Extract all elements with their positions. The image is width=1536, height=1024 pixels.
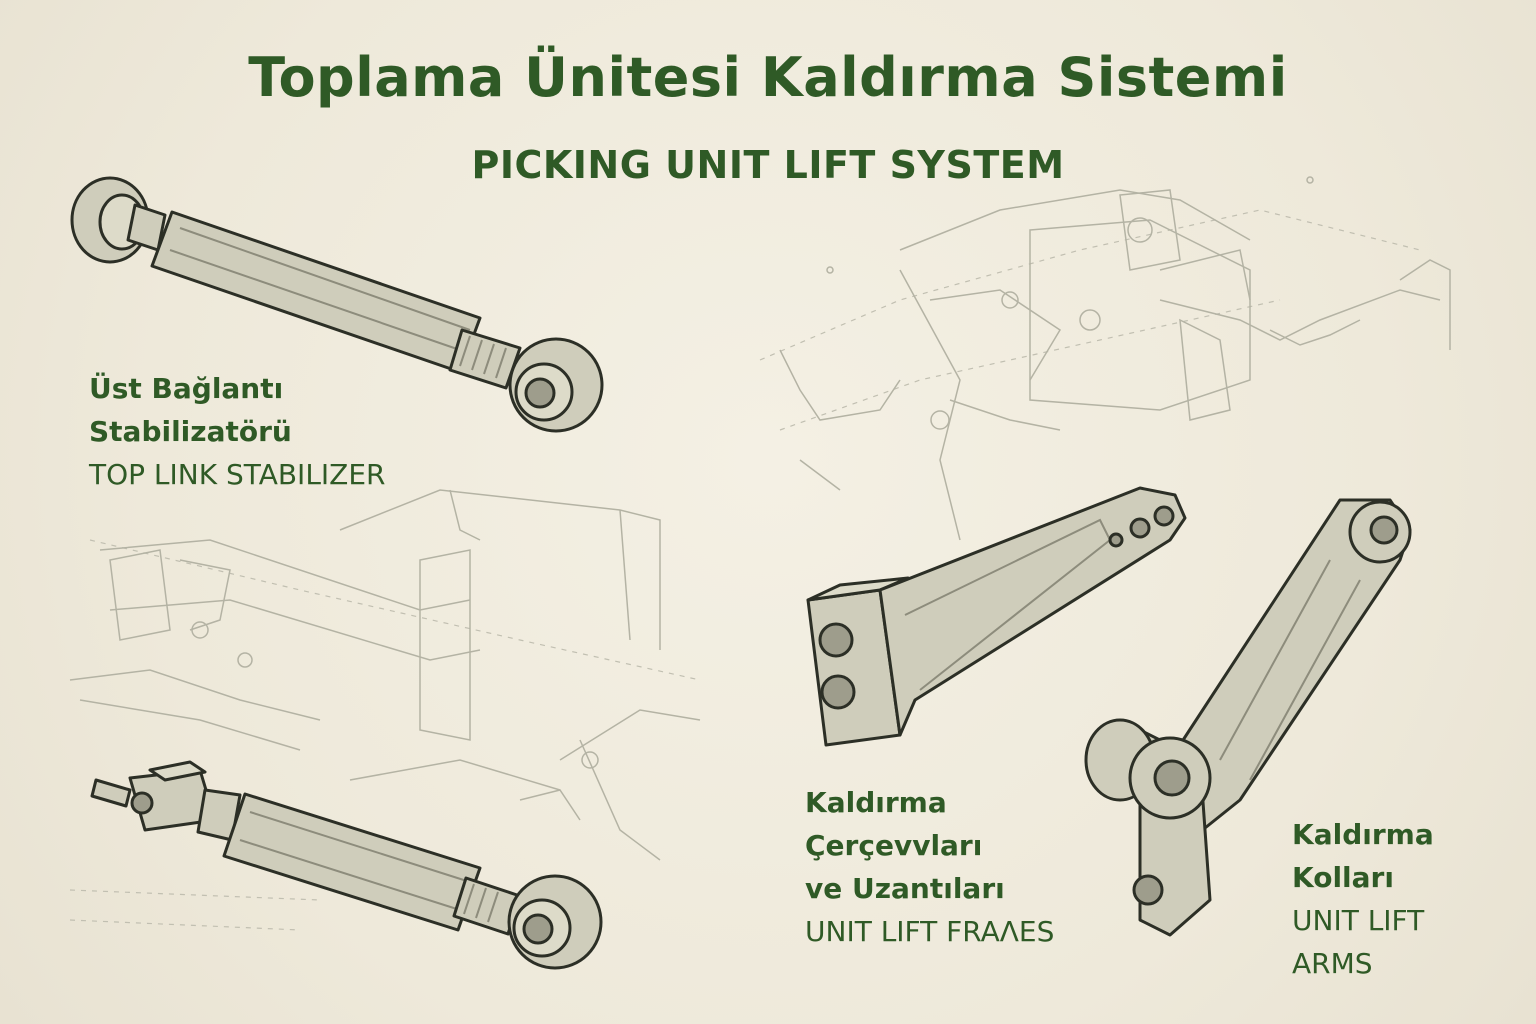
top-link-stabilizer-label: Üst Bağlantı Stabilizatörü TOP LINK STAB… bbox=[89, 367, 386, 496]
unit-lift-arm-illustration bbox=[1084, 498, 1412, 937]
arms-label-turkish-line2: Kolları bbox=[1292, 861, 1394, 894]
arms-label-english-line1: UNIT LIFT bbox=[1292, 904, 1425, 937]
page-title: Toplama Ünitesi Kaldırma Sistemi bbox=[248, 46, 1288, 109]
frames-label-turkish-line1: Kaldırma bbox=[805, 786, 947, 819]
unit-lift-frame-illustration bbox=[806, 486, 1187, 747]
arms-label-turkish-line1: Kaldırma bbox=[1292, 818, 1434, 851]
frames-label-turkish-line3: ve Uzantıları bbox=[805, 872, 1005, 905]
unit-lift-frames-label: Kaldırma Çerçevvları ve Uzantıları UNIT … bbox=[805, 781, 1054, 953]
page-subtitle: PICKING UNIT LIFT SYSTEM bbox=[471, 143, 1065, 187]
unit-lift-arms-label: Kaldırma Kolları UNIT LIFT ARMS bbox=[1292, 813, 1434, 985]
frames-label-turkish-line2: Çerçevvları bbox=[805, 829, 983, 862]
background-sketch-lift-assembly bbox=[759, 176, 1451, 541]
top-link-stabilizer-illustration bbox=[70, 176, 604, 433]
arms-label-english-line2: ARMS bbox=[1292, 947, 1373, 980]
stabilizer-label-turkish-line1: Üst Bağlantı bbox=[89, 372, 284, 405]
stabilizer-label-english: TOP LINK STABILIZER bbox=[89, 458, 386, 491]
background-sketch-frame bbox=[69, 489, 701, 931]
lower-stabilizer-illustration bbox=[90, 760, 603, 970]
stabilizer-label-turkish-line2: Stabilizatörü bbox=[89, 415, 292, 448]
frames-label-english: UNIT LIFT FRAΛES bbox=[805, 915, 1055, 948]
